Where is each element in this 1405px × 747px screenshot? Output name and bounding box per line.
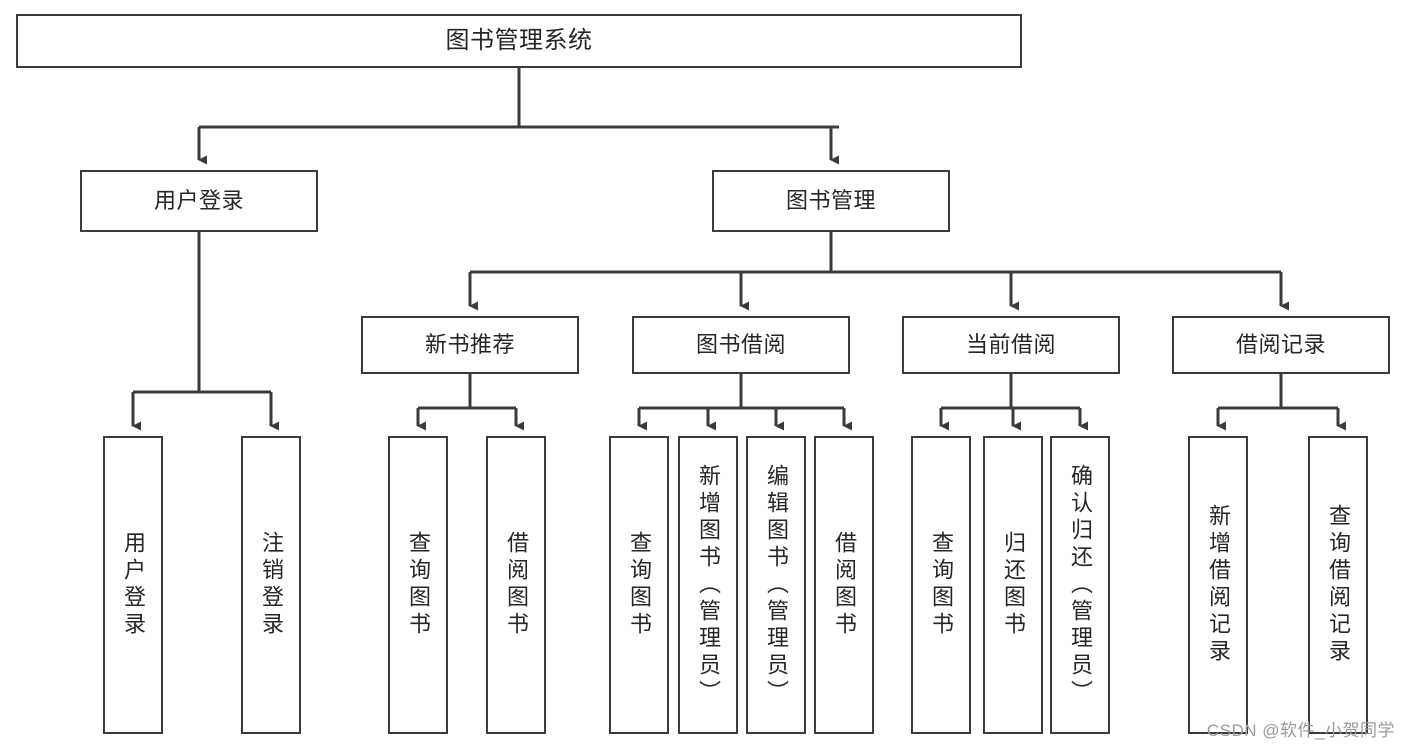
edges-root-to-level2	[197, 68, 839, 165]
edges-borrowrecord-to-leaves	[1216, 374, 1346, 431]
node-current-borrow[interactable]: 当前借阅	[902, 316, 1120, 374]
node-leaf-query-record[interactable]: 查询借阅记录	[1308, 436, 1368, 734]
node-book-manage-label: 图书管理	[785, 187, 876, 213]
node-leaf-confirm-return-label: 确认归还（管理员）	[1068, 463, 1093, 707]
node-leaf-return-book-label: 归还图书	[1001, 531, 1026, 639]
node-leaf-user-logout[interactable]: 注销登录	[241, 436, 301, 734]
node-leaf-query-book-3[interactable]: 查询图书	[911, 436, 971, 734]
node-leaf-user-login-label: 用户登录	[121, 531, 146, 639]
node-borrow-record-label: 借阅记录	[1235, 331, 1326, 357]
node-leaf-query-record-label: 查询借阅记录	[1326, 504, 1351, 666]
node-book-manage[interactable]: 图书管理	[712, 170, 950, 232]
node-leaf-borrow-book-2[interactable]: 借阅图书	[814, 436, 874, 734]
node-leaf-borrow-book-2-label: 借阅图书	[832, 531, 857, 639]
node-leaf-confirm-return[interactable]: 确认归还（管理员）	[1050, 436, 1110, 734]
node-leaf-borrow-book-1-label: 借阅图书	[504, 531, 529, 639]
node-book-borrow-label: 图书借阅	[695, 331, 786, 357]
edges-userlogin-to-leaves	[131, 232, 279, 431]
node-leaf-add-record[interactable]: 新增借阅记录	[1188, 436, 1248, 734]
node-leaf-add-book[interactable]: 新增图书（管理员）	[678, 436, 738, 734]
node-borrow-record[interactable]: 借阅记录	[1172, 316, 1390, 374]
node-leaf-user-login[interactable]: 用户登录	[103, 436, 163, 734]
node-leaf-query-book-1-label: 查询图书	[406, 531, 431, 639]
node-leaf-edit-book[interactable]: 编辑图书（管理员）	[746, 436, 806, 734]
node-leaf-query-book-1[interactable]: 查询图书	[388, 436, 448, 734]
node-leaf-user-logout-label: 注销登录	[259, 531, 284, 639]
node-new-book-rec-label: 新书推荐	[424, 331, 515, 357]
node-leaf-query-book-2[interactable]: 查询图书	[609, 436, 669, 734]
node-book-borrow[interactable]: 图书借阅	[632, 316, 850, 374]
node-leaf-add-record-label: 新增借阅记录	[1206, 504, 1231, 666]
node-new-book-rec[interactable]: 新书推荐	[361, 316, 579, 374]
csdn-watermark: CSDN @软件_小贺同学	[1206, 721, 1395, 740]
edges-currentborrow-to-leaves	[939, 374, 1088, 431]
node-leaf-borrow-book-1[interactable]: 借阅图书	[486, 436, 546, 734]
node-leaf-query-book-3-label: 查询图书	[929, 531, 954, 639]
edges-bookmanage-to-level3	[468, 232, 1289, 311]
node-user-login-label: 用户登录	[153, 187, 244, 213]
node-leaf-add-book-label: 新增图书（管理员）	[696, 463, 721, 707]
node-root[interactable]: 图书管理系统	[16, 14, 1022, 68]
node-leaf-return-book[interactable]: 归还图书	[983, 436, 1043, 734]
node-leaf-query-book-2-label: 查询图书	[627, 531, 652, 639]
edges-bookborrow-to-leaves	[637, 374, 852, 431]
node-leaf-edit-book-label: 编辑图书（管理员）	[764, 463, 789, 707]
node-current-borrow-label: 当前借阅	[965, 331, 1056, 357]
node-root-label: 图书管理系统	[445, 26, 593, 54]
node-user-login[interactable]: 用户登录	[80, 170, 318, 232]
edges-newbook-to-leaves	[416, 374, 524, 431]
